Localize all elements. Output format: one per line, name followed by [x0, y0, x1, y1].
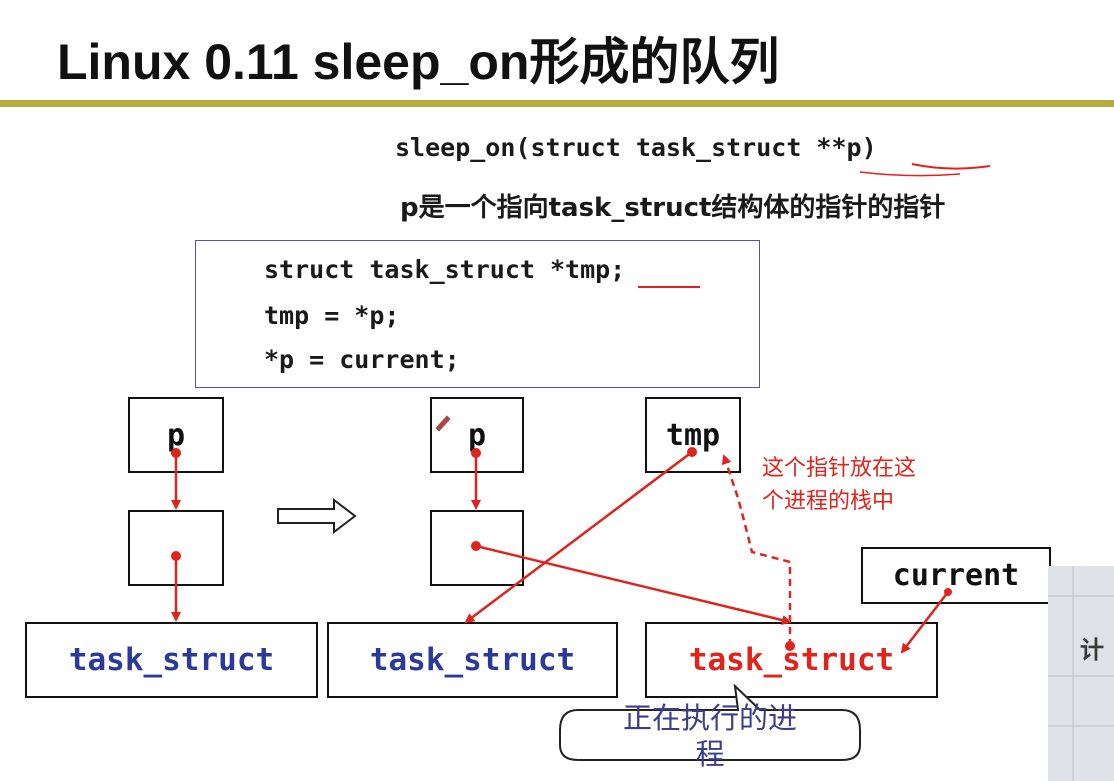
callout-bubble	[559, 683, 861, 761]
after-pointer-to-current-arrow	[475, 544, 792, 625]
title-divider	[0, 100, 1114, 107]
stack-note-line-2: 个进程的栈中	[762, 489, 895, 514]
function-signature: sleep_on(struct task_struct **p)	[395, 133, 877, 162]
callout-line-1: 正在执行的进	[622, 701, 797, 735]
stack-dashed-arrow	[721, 454, 792, 646]
tmp-to-old-task-arrow	[464, 451, 693, 624]
pencil-cursor-icon	[435, 415, 451, 432]
stack-note: 这个指针放在这 个进程的栈中	[762, 452, 916, 518]
thumbnail-text: 计	[1080, 636, 1104, 664]
before-task-struct-label: task_struct	[68, 642, 275, 678]
tmp-label: tmp	[665, 417, 721, 453]
thumbnail-grid-lines	[1048, 566, 1114, 781]
current-label: current	[892, 558, 1020, 593]
code-line-3: *p = current;	[264, 345, 460, 374]
old-task-struct-label: task_struct	[369, 642, 576, 678]
before-p-label: p	[166, 417, 186, 453]
current-box: current	[861, 547, 1051, 604]
current-dot	[944, 588, 952, 596]
code-line-2: tmp = *p;	[264, 301, 400, 330]
after-pointer-box	[430, 510, 524, 586]
code-line-1: struct task_struct *tmp;	[264, 255, 626, 284]
before-task-struct-box: task_struct	[25, 622, 318, 698]
stack-note-line-1: 这个指针放在这	[762, 456, 917, 481]
cropped-slide-thumbnail	[1048, 566, 1114, 781]
signature-description: p是一个指向task_struct结构体的指针的指针	[400, 193, 946, 223]
callout-text: 正在执行的进 程	[560, 700, 860, 772]
code-box: struct task_struct *tmp; tmp = *p; *p = …	[195, 240, 760, 388]
callout-line-2: 程	[695, 737, 725, 771]
signature-underline-2	[859, 171, 961, 177]
transition-arrow	[277, 497, 357, 535]
page-title: Linux 0.11 sleep_on形成的队列	[57, 34, 780, 90]
current-arrow	[900, 591, 949, 654]
current-task-struct-box: task_struct	[645, 622, 938, 698]
after-p-label: p	[467, 417, 487, 453]
signature-underline	[911, 163, 991, 170]
